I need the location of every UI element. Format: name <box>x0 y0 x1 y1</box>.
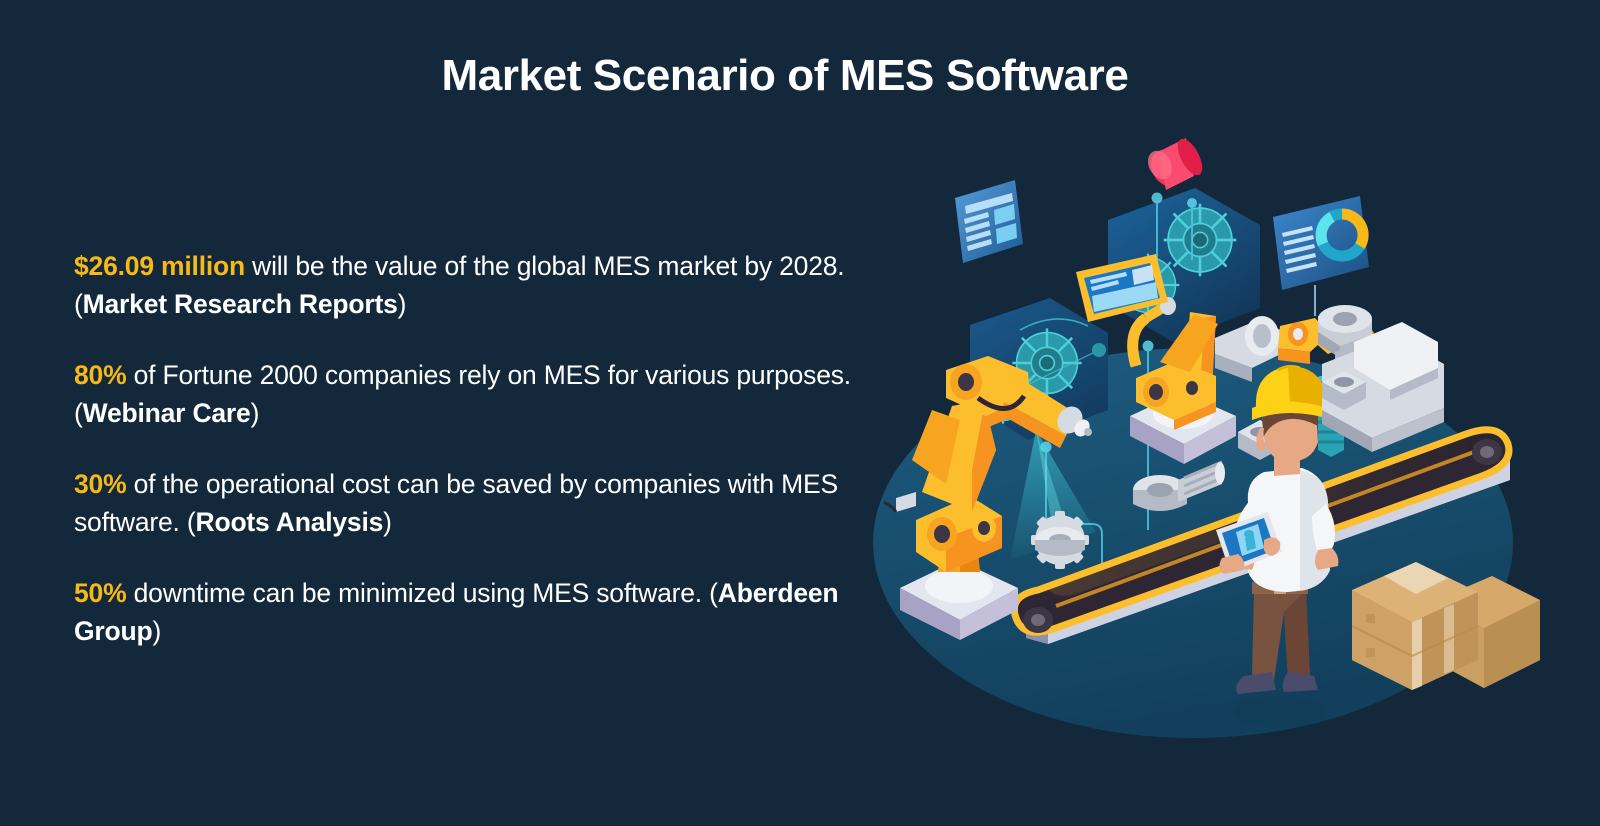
smart-factory-illustration <box>860 120 1560 800</box>
stat-highlight: 80% <box>74 360 127 390</box>
stat-source: Aberdeen Group <box>74 578 839 646</box>
stat-highlight: 30% <box>74 469 127 499</box>
gear-part <box>1031 511 1089 569</box>
page-title: Market Scenario of MES Software <box>441 51 1129 100</box>
stat-tail: ) <box>250 398 260 428</box>
stat-source: Roots Analysis <box>195 507 384 537</box>
stat-item: 30% of the operational cost can be saved… <box>74 465 864 541</box>
stat-body: will be the value of the global MES mark… <box>74 251 845 319</box>
stat-tail: ) <box>152 616 162 646</box>
dashboard-donut-chart-card <box>1273 196 1369 316</box>
bolt-part-on-belt <box>1133 460 1225 511</box>
robot-monitor-screen <box>1076 254 1168 322</box>
stat-item: $26.09 million will be the value of the … <box>74 247 864 323</box>
stat-highlight: 50% <box>74 578 127 608</box>
cardboard-boxes <box>1351 562 1540 690</box>
stat-body: downtime can be minimized using MES soft… <box>126 578 718 608</box>
pink-funnel-node <box>1148 138 1203 190</box>
hard-hat <box>1252 364 1332 420</box>
stat-source: Market Research Reports <box>82 289 398 319</box>
factory-worker-with-tablet <box>1216 364 1339 728</box>
inspection-machine-block <box>1322 322 1444 452</box>
stat-tail: ) <box>383 507 392 537</box>
robot-arm-gripper-bolt <box>1215 305 1380 382</box>
report-card-hologram <box>955 180 1023 263</box>
stat-item: 50% downtime can be minimized using MES … <box>74 574 864 650</box>
robot-arm-monitor <box>1076 254 1236 464</box>
donut-chart <box>1315 208 1369 262</box>
stat-tail: ) <box>397 289 407 319</box>
stats-list: $26.09 million will be the value of the … <box>74 247 864 650</box>
hex-nut-on-machine <box>1322 370 1366 410</box>
stat-body: of the operational cost can be saved by … <box>74 469 838 537</box>
stat-item: 80% of Fortune 2000 companies rely on ME… <box>74 356 864 432</box>
stat-source: Webinar Care <box>82 398 251 428</box>
robot-arm-sprayer <box>883 356 1092 640</box>
stat-highlight: $26.09 million <box>74 251 246 281</box>
stat-body: of Fortune 2000 companies rely on MES fo… <box>74 360 851 428</box>
